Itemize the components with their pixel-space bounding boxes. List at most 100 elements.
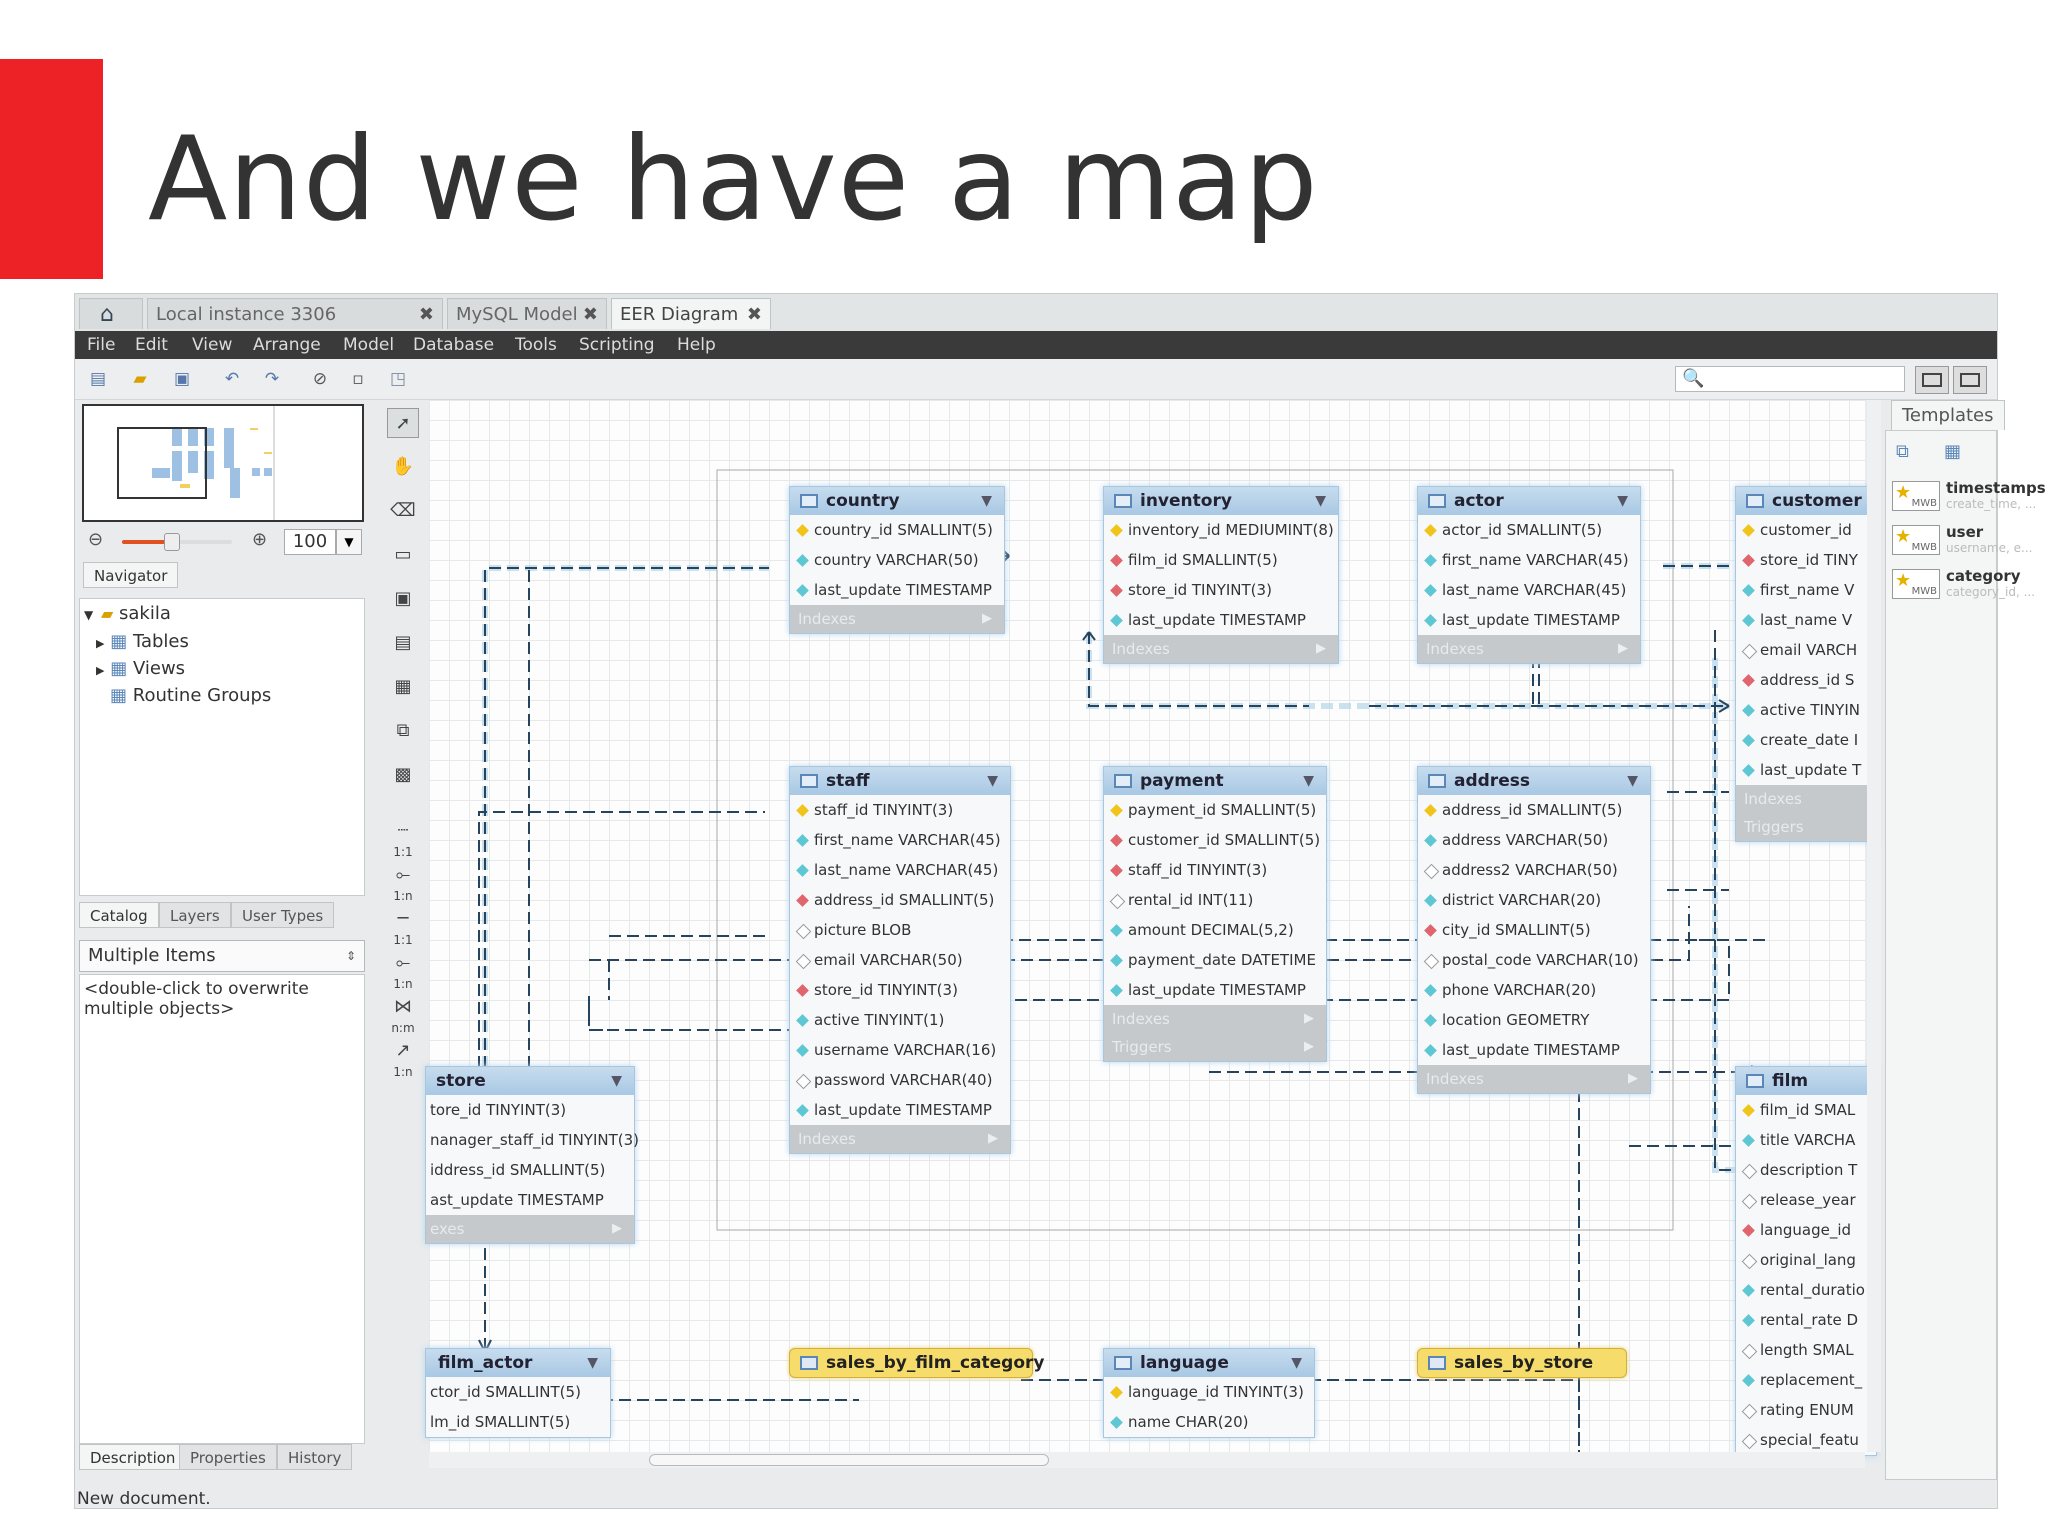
menu-file[interactable]: File bbox=[87, 335, 116, 355]
column-row[interactable]: inventory_id MEDIUMINT(8) bbox=[1104, 515, 1338, 545]
column-row[interactable]: email VARCHAR(50) bbox=[790, 945, 1010, 975]
tree-item-schema[interactable]: ▼ ▰ sakila bbox=[84, 601, 171, 627]
toggle-secondary-sidebar-button[interactable] bbox=[1953, 366, 1987, 394]
vertical-scrollbar[interactable] bbox=[1867, 400, 1881, 1452]
column-row[interactable]: address_id SMALLINT(5) bbox=[1418, 795, 1650, 825]
column-row[interactable]: actor_id SMALLINT(5) bbox=[1418, 515, 1640, 545]
note-tool-icon[interactable]: ▣ bbox=[394, 588, 412, 609]
indexes-section[interactable]: Indexes▶ bbox=[1104, 1005, 1326, 1033]
close-icon[interactable]: ✖ bbox=[418, 304, 434, 325]
pointer-tool-icon[interactable]: ➚ bbox=[387, 408, 419, 438]
chevron-down-icon[interactable]: ▼ bbox=[587, 1355, 598, 1371]
column-row[interactable]: active TINYINT(1) bbox=[790, 1005, 1010, 1035]
column-row[interactable]: last_update TIMESTAMP bbox=[1104, 975, 1326, 1005]
column-row[interactable]: last_name V bbox=[1736, 605, 1876, 635]
column-row[interactable]: first_name V bbox=[1736, 575, 1876, 605]
relationship-n-m-icon[interactable]: ⋈n:m bbox=[387, 992, 419, 1034]
column-row[interactable]: ast_update TIMESTAMP bbox=[426, 1185, 634, 1215]
navigator-minimap[interactable] bbox=[82, 404, 364, 522]
table-staff[interactable]: staff▼ staff_id TINYINT(3) first_name VA… bbox=[789, 766, 1011, 1154]
table-language[interactable]: language▼ language_id TINYINT(3) name CH… bbox=[1103, 1348, 1315, 1438]
indexes-section[interactable]: exes▶ bbox=[426, 1215, 634, 1243]
relationship-1-n-icon[interactable]: ⟜1:n bbox=[387, 860, 419, 902]
diagram-canvas[interactable]: country▼ country_id SMALLINT(5) country … bbox=[425, 400, 1877, 1460]
undo-icon[interactable]: ↶ bbox=[224, 369, 240, 389]
indexes-section[interactable]: Indexes▶ bbox=[1418, 635, 1640, 663]
zoom-level-field[interactable]: 100 bbox=[284, 529, 336, 555]
column-row[interactable]: name CHAR(20) bbox=[1104, 1407, 1314, 1437]
column-row[interactable]: replacement_ bbox=[1736, 1365, 1876, 1395]
template-user[interactable]: ★MWB user username, e... bbox=[1890, 521, 2032, 561]
table-film[interactable]: film film_id SMAL title VARCHA descripti… bbox=[1735, 1066, 1877, 1456]
menu-database[interactable]: Database bbox=[413, 335, 495, 355]
expand-icon[interactable]: ▶ bbox=[1316, 641, 1326, 656]
minimap-viewport[interactable] bbox=[117, 427, 207, 499]
zoom-slider[interactable] bbox=[122, 533, 232, 551]
column-row[interactable]: address2 VARCHAR(50) bbox=[1418, 855, 1650, 885]
tab-local-instance[interactable]: Local instance 3306 ✖ bbox=[147, 298, 443, 329]
table-inventory[interactable]: inventory▼ inventory_id MEDIUMINT(8) fil… bbox=[1103, 486, 1339, 664]
column-row[interactable]: ctor_id SMALLINT(5) bbox=[426, 1377, 610, 1407]
menu-view[interactable]: View bbox=[192, 335, 233, 355]
tab-history[interactable]: History bbox=[277, 1444, 353, 1470]
hand-tool-icon[interactable]: ✋ bbox=[391, 456, 415, 477]
new-document-icon[interactable]: ▤ bbox=[89, 369, 107, 389]
view-tool-icon[interactable]: ⧉ bbox=[396, 720, 410, 741]
tab-navigator[interactable]: Navigator bbox=[83, 562, 179, 588]
zoom-out-icon[interactable]: ⊖ bbox=[88, 529, 104, 550]
column-row[interactable]: description T bbox=[1736, 1155, 1876, 1185]
column-row[interactable]: create_date I bbox=[1736, 725, 1876, 755]
chevron-down-icon[interactable]: ▼ bbox=[1315, 493, 1326, 509]
indexes-section[interactable]: Indexes▶ bbox=[1104, 635, 1338, 663]
relationship-existing-icon[interactable]: ↗1:n bbox=[387, 1036, 419, 1078]
column-row[interactable]: username VARCHAR(16) bbox=[790, 1035, 1010, 1065]
page-setup-icon[interactable]: ◳ bbox=[389, 369, 407, 389]
search-input[interactable]: 🔍 bbox=[1675, 366, 1905, 392]
layer-tool-icon[interactable]: ▭ bbox=[394, 544, 412, 565]
column-row[interactable]: language_id TINYINT(3) bbox=[1104, 1377, 1314, 1407]
column-row[interactable]: last_update T bbox=[1736, 755, 1876, 785]
column-row[interactable]: address_id S bbox=[1736, 665, 1876, 695]
column-row[interactable]: rental_duratio bbox=[1736, 1275, 1876, 1305]
horizontal-scrollbar[interactable] bbox=[429, 1452, 1865, 1468]
tab-catalog[interactable]: Catalog bbox=[79, 902, 159, 928]
column-row[interactable]: country VARCHAR(50) bbox=[790, 545, 1004, 575]
column-row[interactable]: lm_id SMALLINT(5) bbox=[426, 1407, 610, 1437]
scrollbar-thumb[interactable] bbox=[649, 1454, 1049, 1466]
column-row[interactable]: last_name VARCHAR(45) bbox=[790, 855, 1010, 885]
object-selector[interactable]: Multiple Items ⇕ bbox=[79, 940, 365, 972]
close-icon[interactable]: ✖ bbox=[582, 304, 598, 325]
align-icon[interactable]: ▫ bbox=[352, 369, 364, 389]
column-row[interactable]: phone VARCHAR(20) bbox=[1418, 975, 1650, 1005]
indexes-section[interactable]: Indexes bbox=[1736, 785, 1876, 813]
view-sales-by-film-category[interactable]: sales_by_film_category bbox=[789, 1348, 1044, 1378]
chevron-down-icon[interactable]: ▼ bbox=[987, 773, 998, 789]
table-actor[interactable]: actor▼ actor_id SMALLINT(5) first_name V… bbox=[1417, 486, 1641, 664]
column-row[interactable]: film_id SMALLINT(5) bbox=[1104, 545, 1338, 575]
column-row[interactable]: active TINYIN bbox=[1736, 695, 1876, 725]
column-row[interactable]: city_id SMALLINT(5) bbox=[1418, 915, 1650, 945]
tree-item-tables[interactable]: ▶ ▦ Tables bbox=[96, 629, 189, 655]
redo-icon[interactable]: ↷ bbox=[264, 369, 280, 389]
chevron-down-icon[interactable]: ▼ bbox=[1627, 773, 1638, 789]
expand-icon[interactable]: ▶ bbox=[982, 611, 992, 626]
column-row[interactable]: iddress_id SMALLINT(5) bbox=[426, 1155, 634, 1185]
open-folder-icon[interactable]: ▰ bbox=[133, 369, 147, 389]
tab-properties[interactable]: Properties bbox=[179, 1444, 277, 1470]
column-row[interactable]: customer_id SMALLINT(5) bbox=[1104, 825, 1326, 855]
column-row[interactable]: last_update TIMESTAMP bbox=[1418, 1035, 1650, 1065]
column-row[interactable]: store_id TINY bbox=[1736, 545, 1876, 575]
tab-mysql-model[interactable]: MySQL Model ✖ bbox=[447, 298, 607, 329]
tree-item-routine-groups[interactable]: ▦ Routine Groups bbox=[110, 683, 271, 709]
column-row[interactable]: special_featu bbox=[1736, 1425, 1876, 1455]
routine-tool-icon[interactable]: ▩ bbox=[394, 764, 412, 785]
column-row[interactable]: length SMAL bbox=[1736, 1335, 1876, 1365]
menu-help[interactable]: Help bbox=[677, 335, 716, 355]
chevron-down-icon[interactable]: ▼ bbox=[1291, 1355, 1302, 1371]
zoom-in-icon[interactable]: ⊕ bbox=[252, 529, 268, 550]
image-tool-icon[interactable]: ▤ bbox=[394, 632, 412, 653]
expand-icon[interactable]: ▶ bbox=[1304, 1039, 1314, 1054]
table-store[interactable]: store▼ tore_id TINYINT(3) nanager_staff_… bbox=[425, 1066, 639, 1244]
tab-description[interactable]: Description bbox=[79, 1444, 187, 1470]
table-film-actor[interactable]: film_actor▼ ctor_id SMALLINT(5) lm_id SM… bbox=[425, 1348, 611, 1438]
